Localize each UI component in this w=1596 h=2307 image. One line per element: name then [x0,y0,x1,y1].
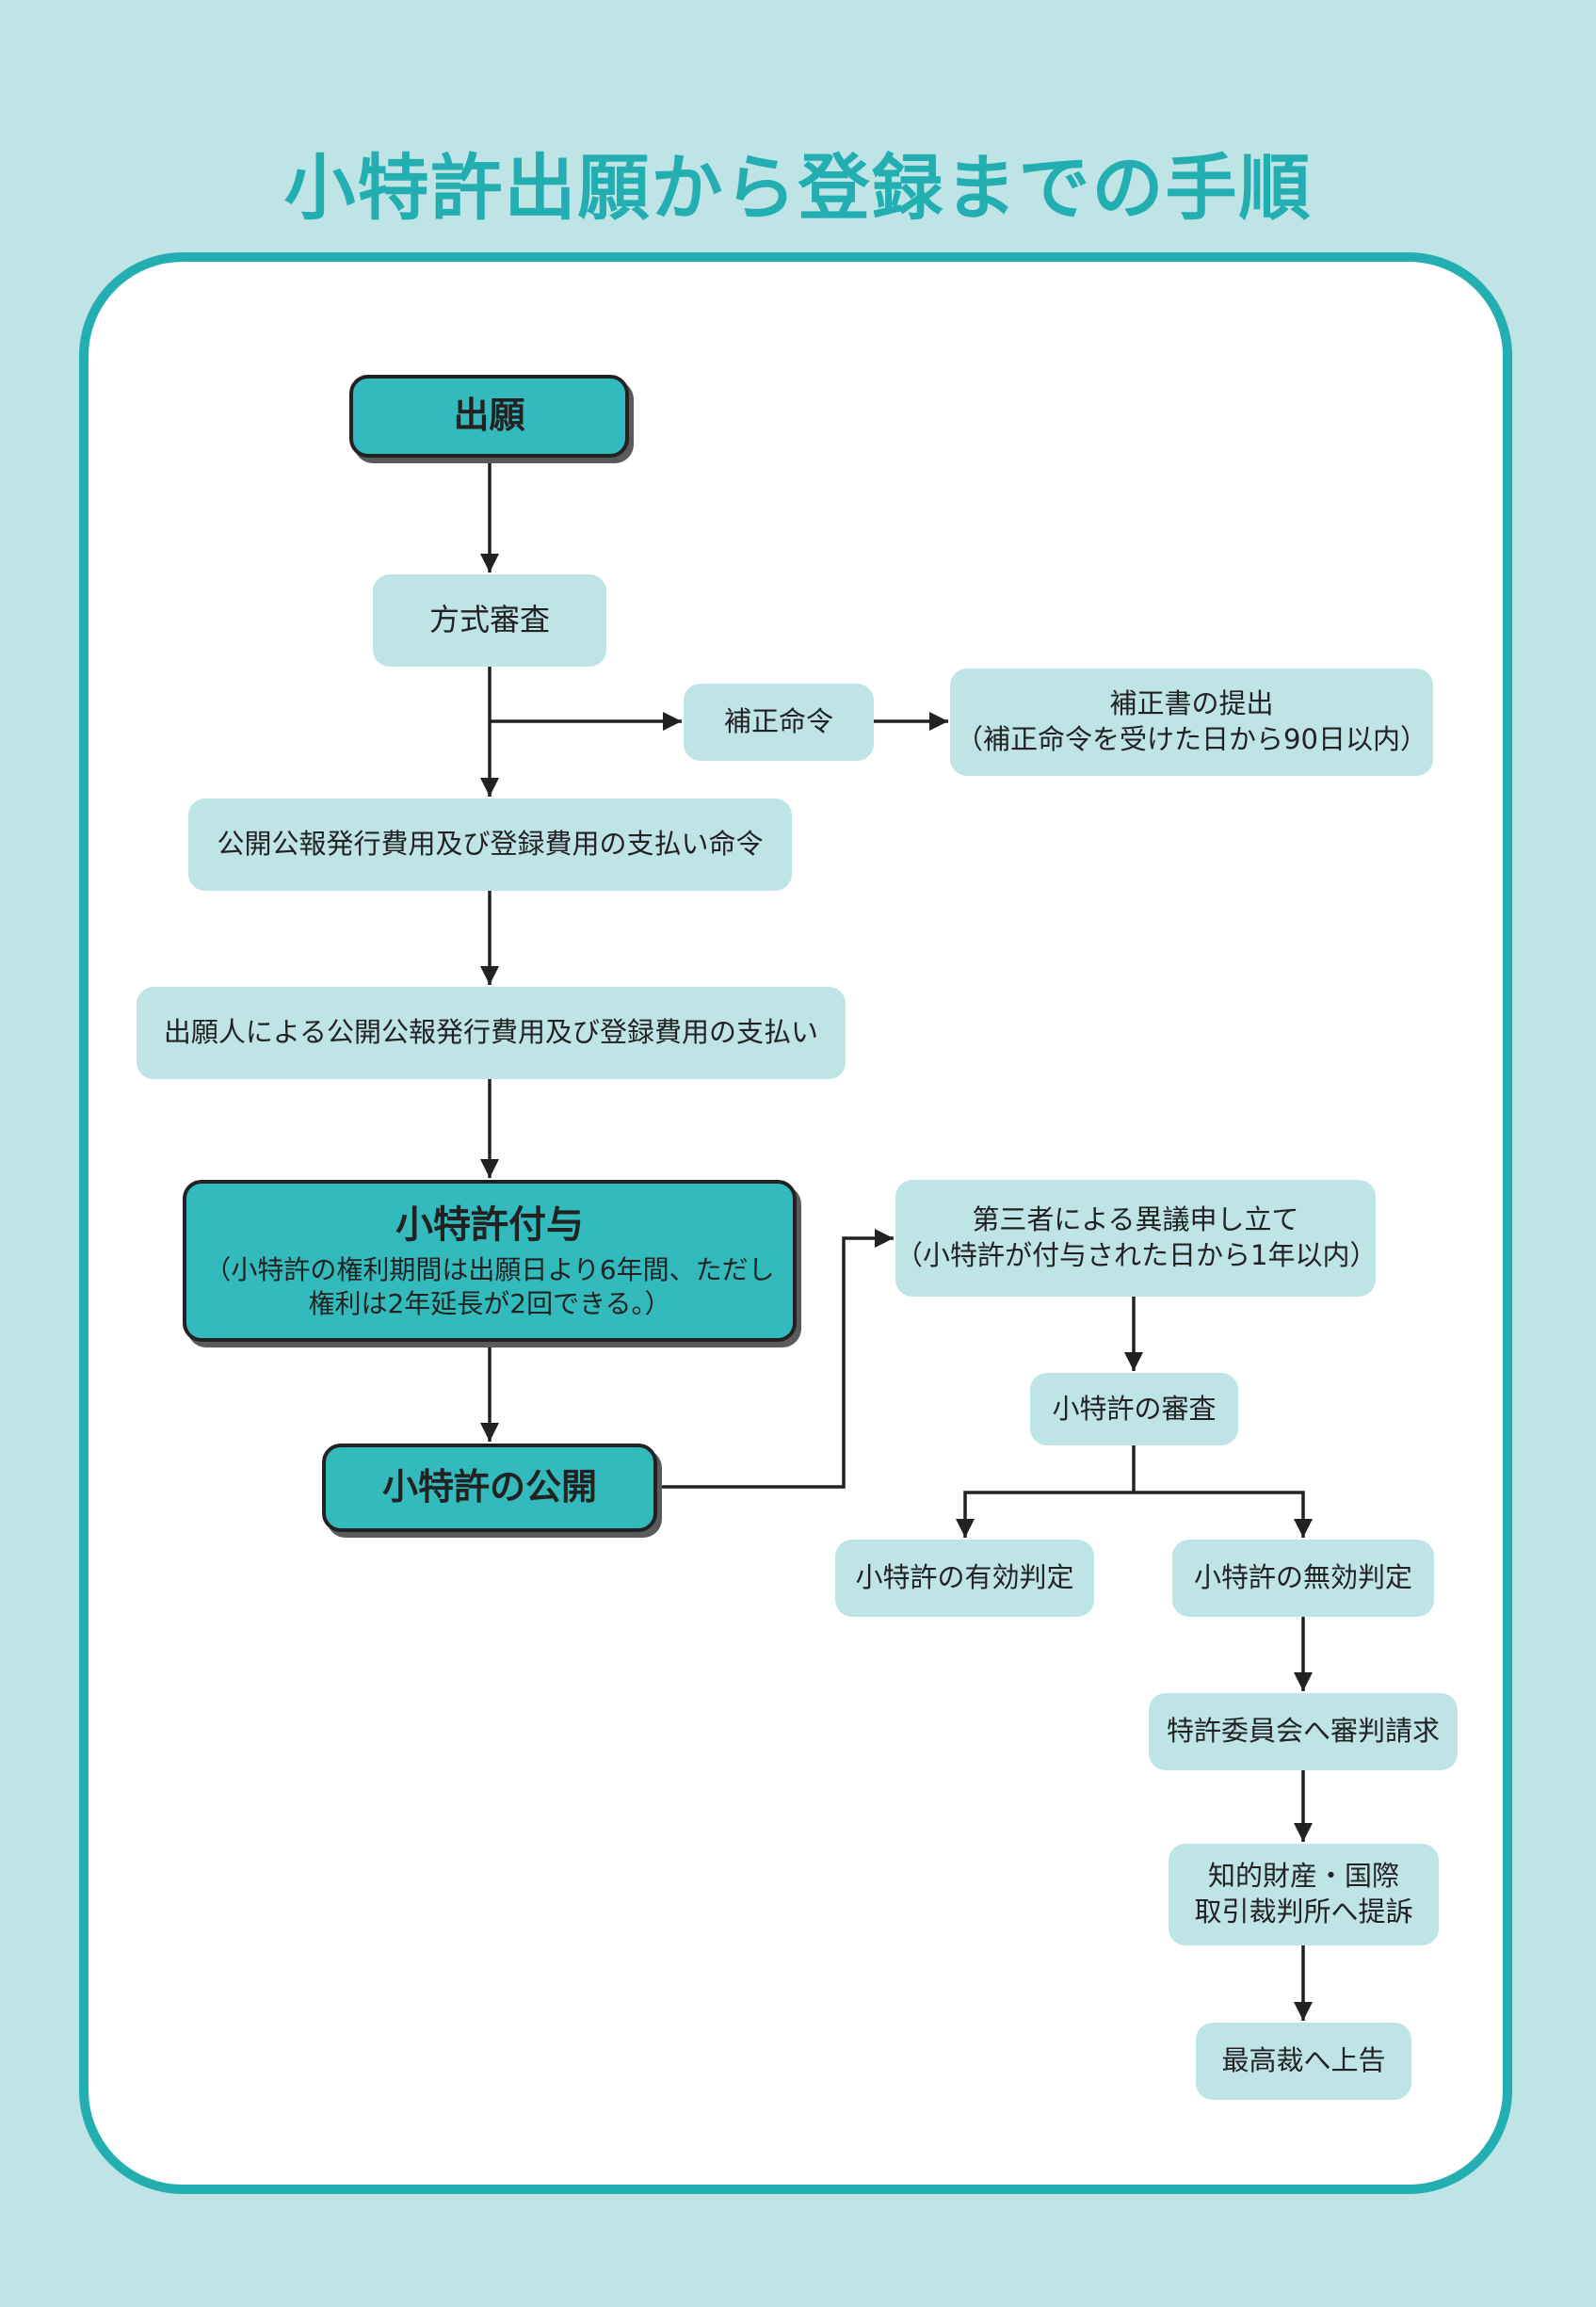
node-grant-title: 小特許付与 [395,1202,584,1247]
node-opposition-line1: 第三者による異議申し立て [972,1203,1299,1236]
node-grant-note-line2: 権利は2年延長が2回できる。） [308,1288,671,1319]
node-grant: 小特許付与 （小特許の権利期間は出願日より6年間、ただし 権利は2年延長が2回で… [183,1180,797,1342]
node-appeal-committee-label: 特許委員会へ審判請求 [1166,1715,1440,1748]
node-application: 出願 [349,375,629,458]
node-amend-order-label: 補正命令 [723,705,833,738]
page-title: 小特許出願から登録までの手順 [283,146,1313,230]
node-invalid-label: 小特許の無効判定 [1193,1561,1412,1594]
node-payment: 出願人による公開公報発行費用及び登録費用の支払い [137,987,846,1079]
node-payment-label: 出願人による公開公報発行費用及び登録費用の支払い [163,1016,819,1049]
node-opposition: 第三者による異議申し立て （小特許が付与された日から1年以内） [895,1180,1378,1297]
node-ip-court-line1: 知的財産・国際 [1207,1860,1399,1893]
node-ip-court-line2: 取引裁判所へ提訴 [1194,1896,1413,1928]
arrow-review-to-valid [956,1491,1134,1538]
node-amend-submit: 補正書の提出 （補正命令を受けた日から90日以内） [950,669,1433,776]
node-supreme-court: 最高裁へ上告 [1196,2023,1411,2100]
node-review-label: 小特許の審査 [1052,1392,1217,1425]
node-application-label: 出願 [453,395,525,437]
node-formality-exam: 方式審査 [373,574,606,667]
node-amend-submit-line2: （補正命令を受けた日から90日以内） [956,723,1427,755]
node-opposition-line2: （小特許が付与された日から1年以内） [895,1239,1378,1271]
node-valid: 小特許の有効判定 [835,1540,1094,1617]
node-appeal-committee: 特許委員会へ審判請求 [1149,1693,1458,1770]
node-valid-label: 小特許の有効判定 [855,1561,1074,1594]
node-ip-court: 知的財産・国際 取引裁判所へ提訴 [1169,1844,1439,1945]
node-invalid: 小特許の無効判定 [1172,1540,1434,1617]
node-amend-order: 補正命令 [684,684,874,761]
arrow-publication-to-opposition [657,1229,894,1489]
node-amend-submit-line1: 補正書の提出 [1109,687,1274,720]
node-formality-exam-label: 方式審査 [428,602,550,638]
node-publication: 小特許の公開 [322,1444,657,1532]
node-review: 小特許の審査 [1030,1373,1238,1445]
node-grant-note-line1: （小特許の権利期間は出願日より6年間、ただし [204,1253,775,1285]
arrow-review-to-invalid [1134,1491,1313,1538]
node-supreme-court-label: 最高裁へ上告 [1221,2044,1386,2077]
node-payment-order-label: 公開公報発行費用及び登録費用の支払い命令 [217,828,764,861]
node-payment-order: 公開公報発行費用及び登録費用の支払い命令 [188,799,792,891]
node-publication-label: 小特許の公開 [381,1466,597,1508]
